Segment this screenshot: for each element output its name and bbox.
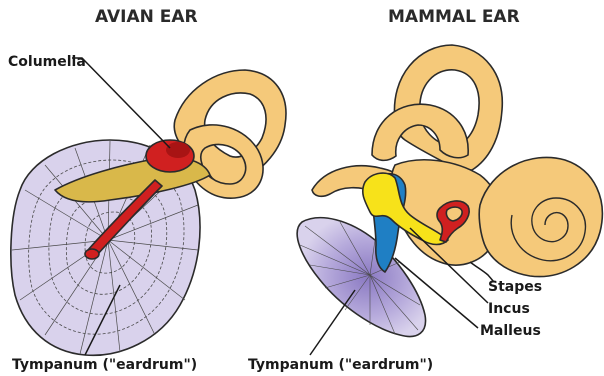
avian-tympanum-label: Tympanum ("eardrum") bbox=[12, 357, 197, 373]
cochlea bbox=[479, 157, 602, 276]
avian-ear-title: AVIAN EAR bbox=[95, 7, 198, 27]
mammal-ear-title: MAMMAL EAR bbox=[388, 7, 520, 27]
mammal-tympanum bbox=[297, 218, 425, 337]
mammal-tympanum-label: Tympanum ("eardrum") bbox=[248, 357, 433, 373]
columella-label: Columella bbox=[8, 54, 86, 70]
stapes-label: Stapes bbox=[488, 279, 542, 295]
incus-label: Incus bbox=[488, 301, 530, 317]
avian-ear bbox=[11, 70, 286, 355]
malleus-label: Malleus bbox=[480, 323, 541, 339]
mammal-ear bbox=[297, 45, 602, 336]
